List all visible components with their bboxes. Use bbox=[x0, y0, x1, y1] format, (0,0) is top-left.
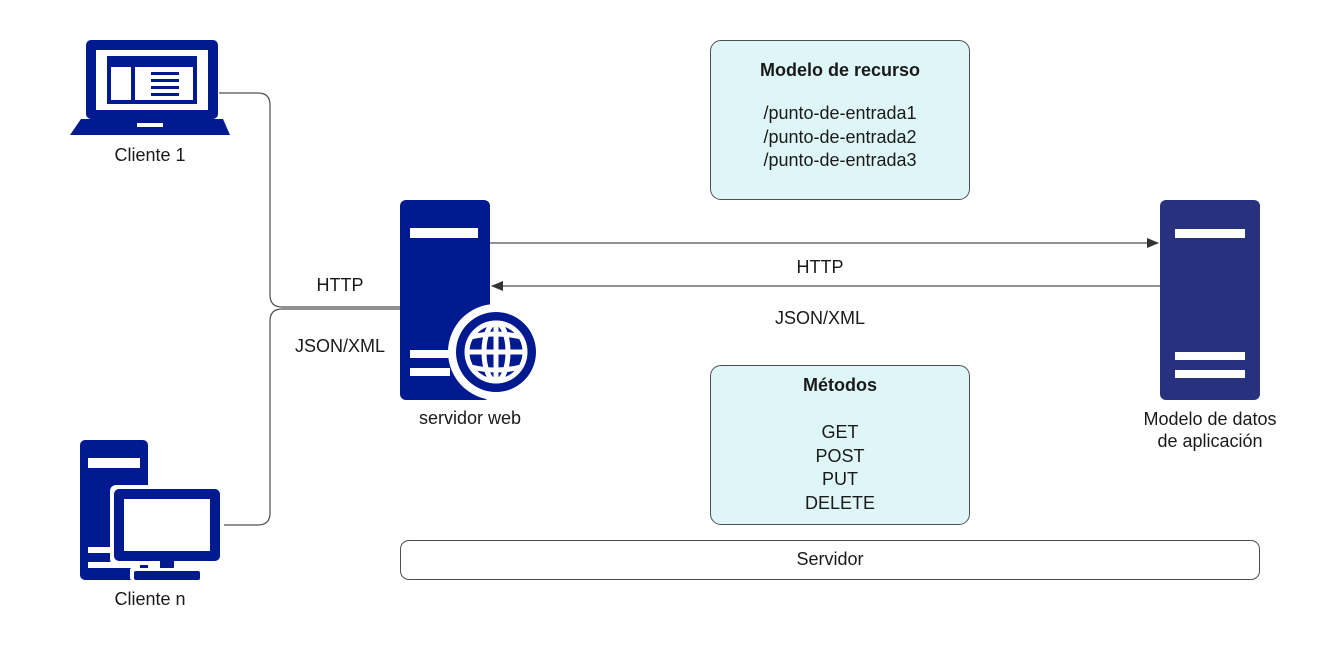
method-item: GET bbox=[821, 422, 859, 442]
method-item: PUT bbox=[822, 469, 858, 489]
resource-entry: /punto-de-entrada2 bbox=[763, 126, 917, 147]
app-data-model-label: Modelo de datos de aplicación bbox=[1120, 408, 1300, 452]
server-bar: Servidor bbox=[400, 540, 1260, 580]
client-n-label: Cliente n bbox=[114, 589, 186, 609]
resource-entry: /punto-de-entrada1 bbox=[763, 103, 917, 123]
client-http-label: HTTP bbox=[316, 275, 364, 295]
methods-title: Métodos bbox=[803, 375, 877, 395]
methods-box: Métodos GET POST PUT DELETE bbox=[710, 365, 970, 525]
client-1-label: Cliente 1 bbox=[114, 145, 186, 165]
web-server-label: servidor web bbox=[418, 408, 522, 428]
client-n-connector bbox=[219, 308, 400, 526]
client-json-xml-label: JSON/XML bbox=[294, 336, 386, 356]
client-1-connector bbox=[219, 92, 400, 308]
link-http-label: HTTP bbox=[796, 257, 844, 277]
link-json-xml-label: JSON/XML bbox=[774, 308, 866, 328]
method-item: POST bbox=[815, 445, 865, 466]
method-item: DELETE bbox=[804, 492, 876, 513]
app-data-model-label-line2: de aplicación bbox=[1157, 431, 1263, 451]
resource-model-box: Modelo de recurso /punto-de-entrada1 /pu… bbox=[710, 40, 970, 200]
resource-model-title: Modelo de recurso bbox=[759, 60, 921, 80]
resource-entry: /punto-de-entrada3 bbox=[763, 150, 917, 170]
app-data-model-label-line1: Modelo de datos bbox=[1143, 409, 1277, 429]
